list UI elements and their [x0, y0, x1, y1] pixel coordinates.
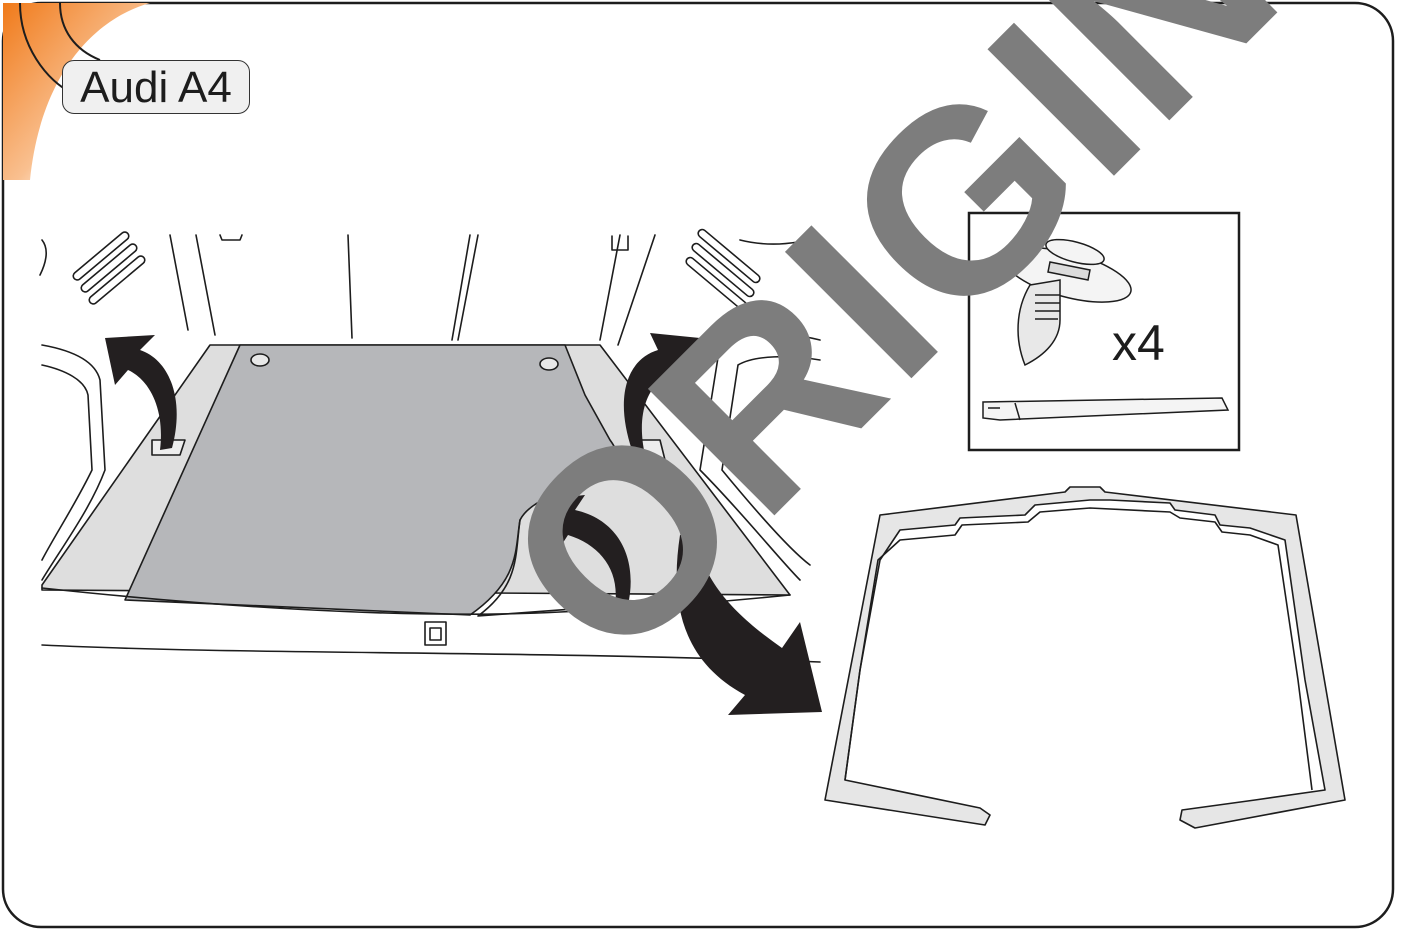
vent-left-icon: [72, 230, 147, 305]
latch-icon: [425, 622, 446, 645]
clip-quantity: x4: [1112, 318, 1165, 368]
loose-trim-frame: [825, 487, 1345, 828]
clip-hole-left: [251, 354, 269, 366]
clip-hole-right: [540, 358, 558, 370]
parts-box: [969, 213, 1239, 450]
model-title: Audi A4: [62, 60, 250, 114]
vent-right-icon: [685, 228, 762, 312]
lift-arrow-left-icon: [105, 335, 177, 450]
